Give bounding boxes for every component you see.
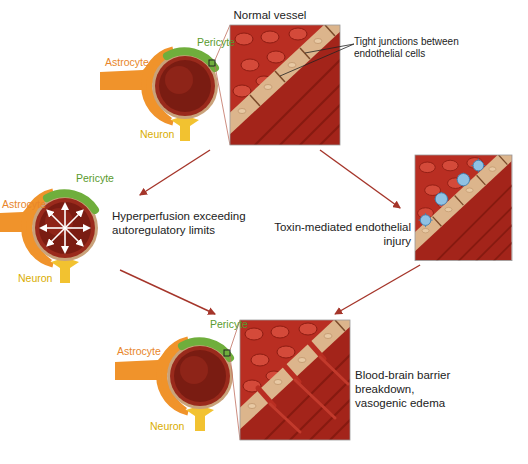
astrocyte-label: Astrocyte: [117, 345, 161, 357]
astrocyte-label: Astrocyte: [2, 198, 46, 210]
panel-caption: Hyperperfusion exceeding autoregulatory …: [112, 209, 252, 237]
neuron-label: Neuron: [18, 272, 52, 284]
pericyte-label: Pericyte: [197, 36, 235, 48]
flow-arrow: [120, 270, 215, 314]
neuron-label: Neuron: [150, 420, 184, 432]
pericyte-label: Pericyte: [210, 318, 248, 330]
flow-arrow: [320, 150, 400, 208]
panel-heading: Normal vessel: [100, 4, 350, 150]
astrocyte-label: Astrocyte: [105, 56, 149, 68]
flow-arrow: [335, 265, 420, 314]
panel-caption: Blood-brain barrier breakdown, vasogenic…: [355, 368, 455, 410]
pericyte-label: Pericyte: [76, 172, 114, 184]
panel-caption: Toxin-mediated endothelial injury: [255, 220, 411, 248]
panel-caption: Normal vessel: [210, 8, 330, 22]
neuron-label: Neuron: [140, 128, 174, 140]
flow-arrow: [140, 150, 210, 195]
callout-label: Tight junctions between endothelial cell…: [354, 36, 472, 60]
mechanism-panel: Toxin-mediated endothelial injury: [255, 208, 515, 265]
